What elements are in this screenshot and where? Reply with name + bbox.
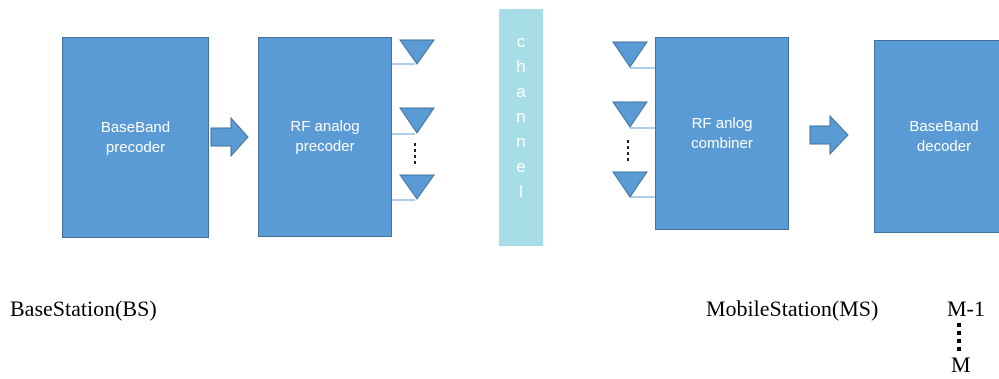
rf-anlog-combiner-block: RF anlog combiner	[655, 37, 789, 230]
base-station-label: BaseStation(BS)	[10, 296, 157, 321]
right-arrow-icon	[210, 116, 249, 158]
channel-letter-h: h	[516, 57, 526, 76]
m-ellipsis	[957, 323, 961, 351]
rf-analog-precoder-line1: RF analog	[290, 118, 360, 135]
rf-analog-precoder-block: RF analog precoder	[258, 37, 392, 237]
rf-analog-precoder-line2: precoder	[295, 138, 355, 155]
rf-anlog-combiner-line2: combiner	[691, 134, 753, 152]
channel-bar: c h a n n e l	[499, 9, 543, 246]
m-minus-1-label: M-1	[947, 296, 985, 321]
antenna-icon	[612, 171, 648, 198]
channel-letter-e: e	[516, 157, 526, 176]
baseband-precoder-line1: BaseBand	[100, 118, 171, 136]
antenna-icon	[399, 107, 435, 134]
m-label: M	[951, 352, 971, 377]
right-arrow-icon	[809, 114, 849, 156]
channel-letter-a: a	[516, 82, 526, 101]
baseband-decoder-line1: BaseBand	[909, 117, 979, 135]
baseband-precoder-line2: precoder	[105, 138, 166, 156]
baseband-decoder-line2: decoder	[916, 137, 972, 155]
tx-antenna-ellipsis	[414, 143, 416, 164]
rx-antenna-ellipsis	[627, 140, 629, 161]
mobile-station-label: MobileStation(MS)	[706, 296, 879, 321]
antenna-icon	[612, 101, 648, 128]
antenna-icon	[612, 41, 648, 68]
baseband-precoder-block: BaseBand precoder	[62, 37, 209, 238]
channel-letter-l: l	[519, 182, 523, 201]
antenna-icon	[399, 39, 435, 65]
baseband-decoder-block: BaseBand decoder	[874, 40, 999, 233]
rf-anlog-combiner-line1: RF anlog	[691, 114, 753, 132]
channel-letter-c: c	[516, 32, 526, 51]
antenna-icon	[399, 174, 435, 200]
channel-letter-n2: n	[516, 132, 526, 151]
channel-letter-n1: n	[516, 107, 526, 126]
